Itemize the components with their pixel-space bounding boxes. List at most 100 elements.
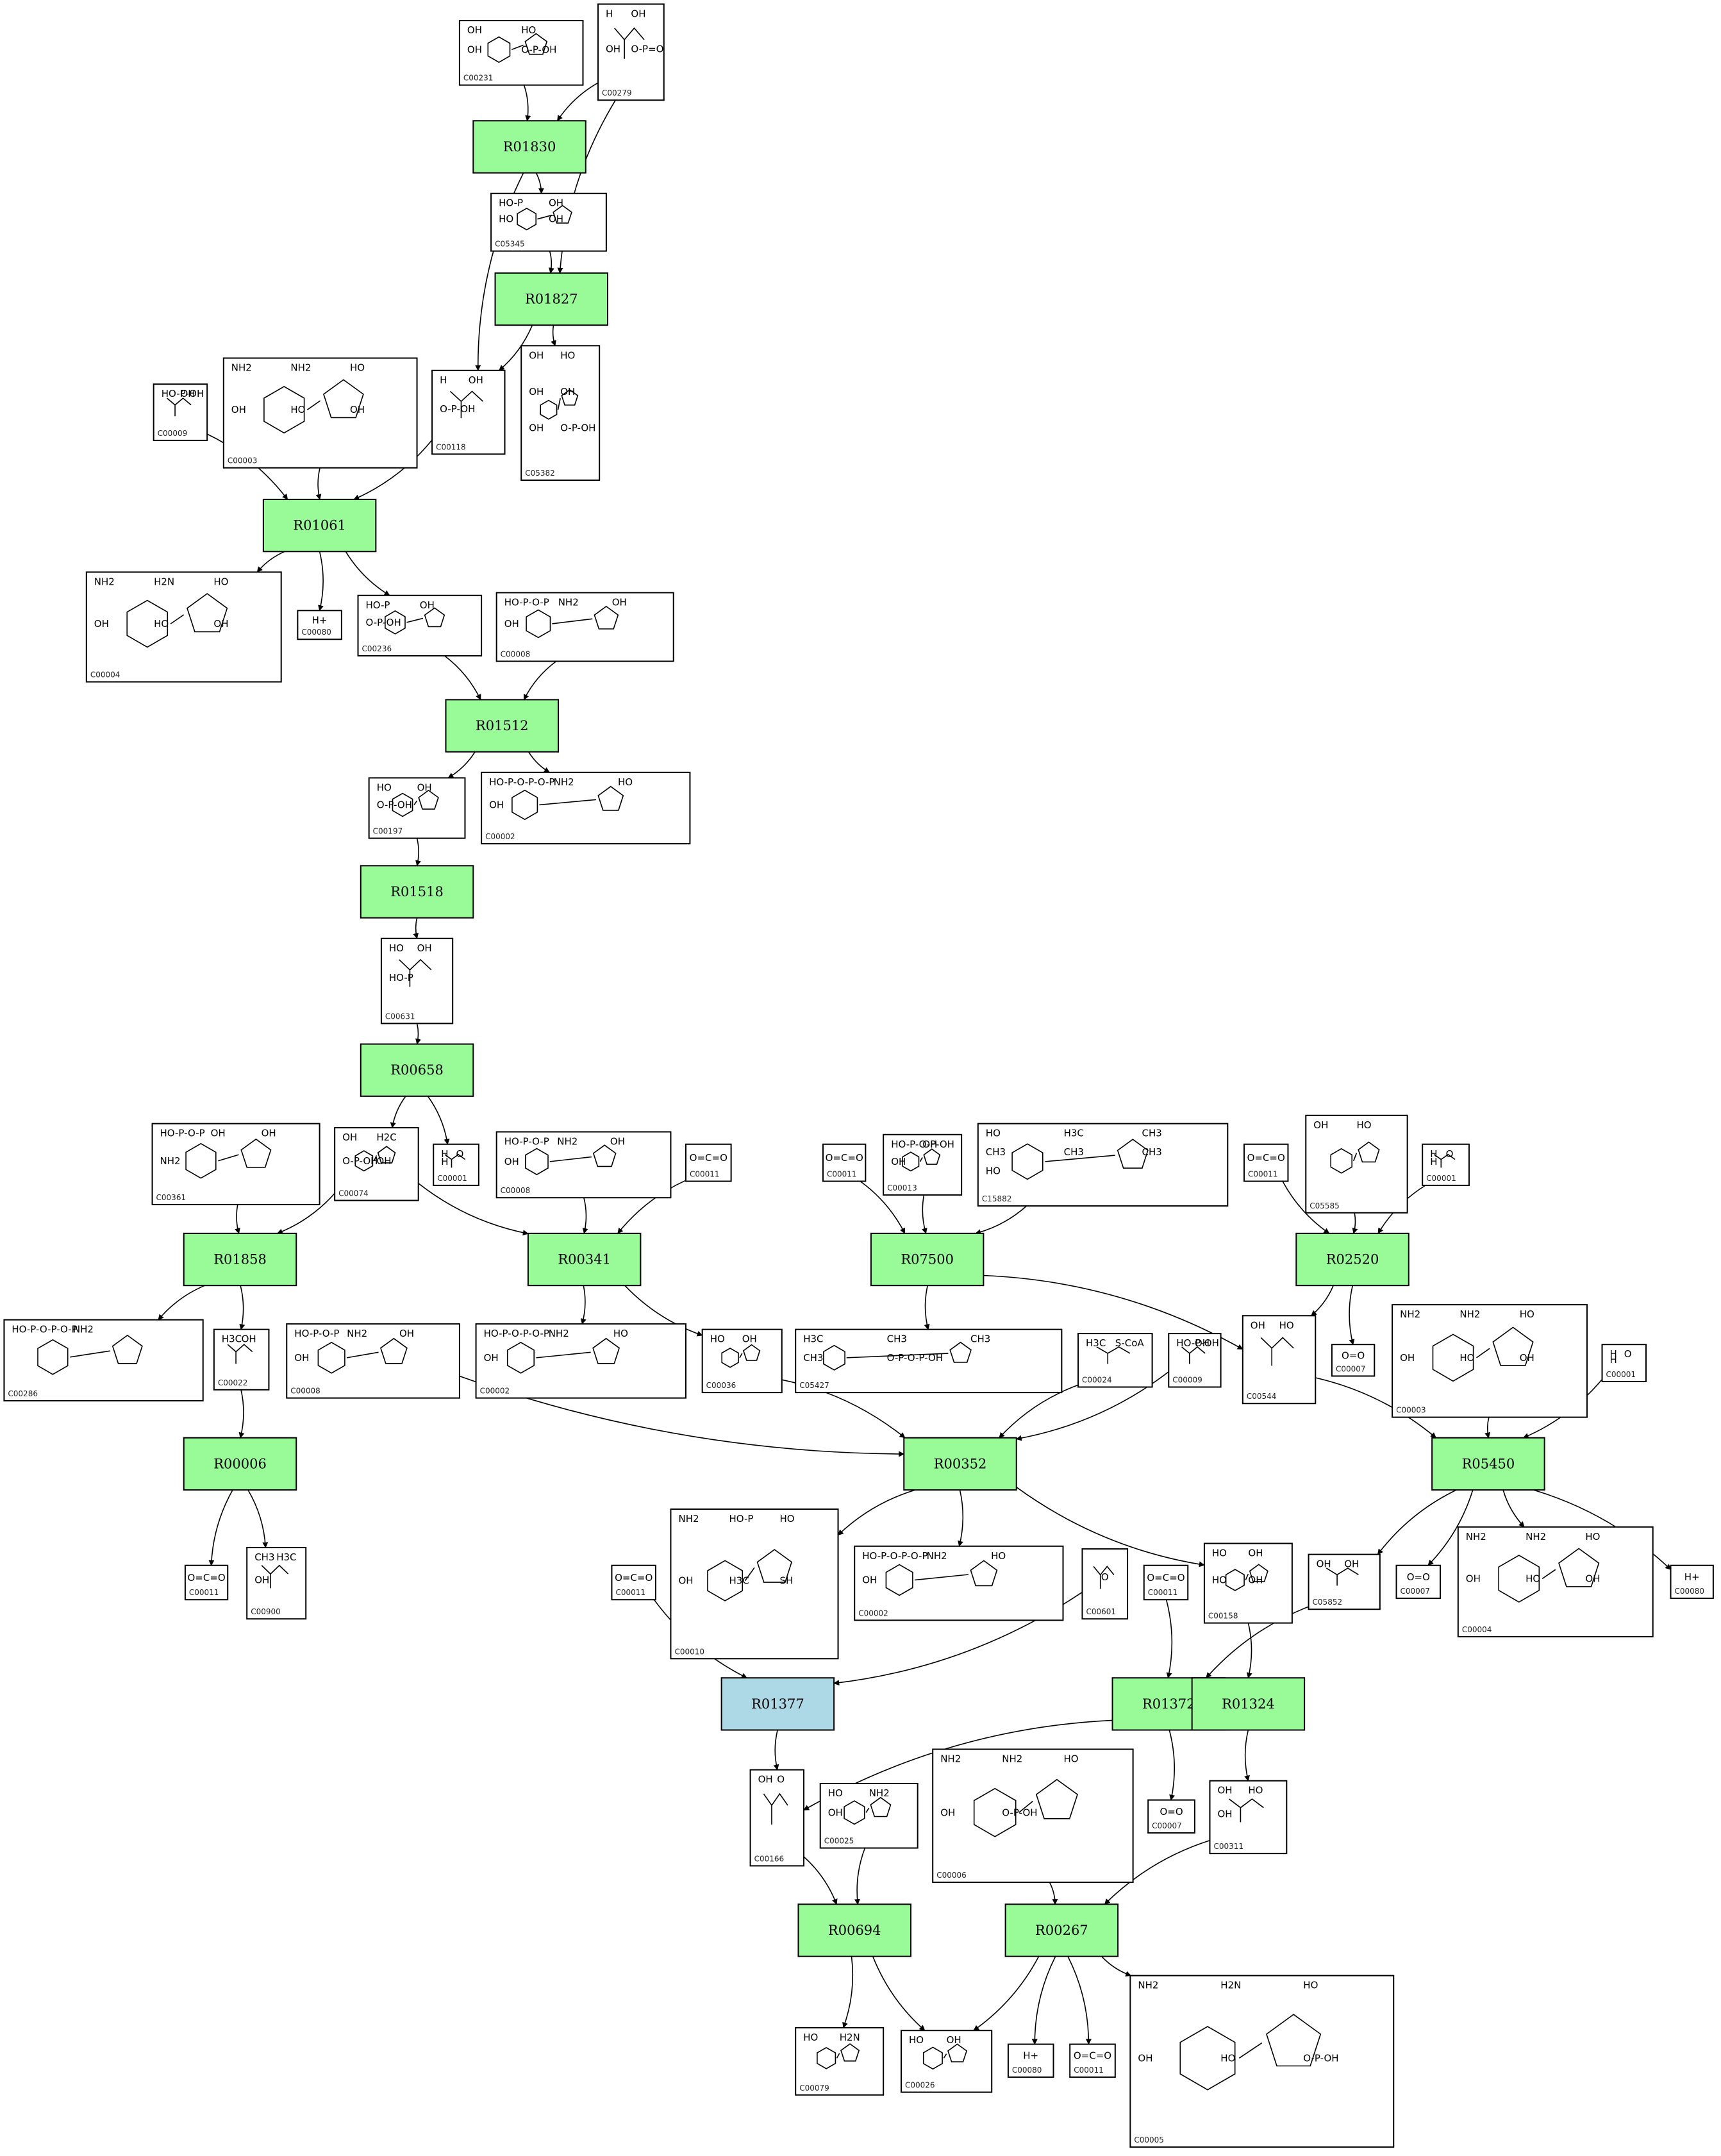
reaction-node-r01377[interactable]: R01377 — [720, 1677, 835, 1731]
atom-label: OH — [417, 781, 432, 793]
compound-node[interactable]: H+C00080 — [1007, 2043, 1054, 2078]
reaction-edge — [872, 1956, 926, 2031]
atom-label: CH3 — [1142, 1128, 1162, 1139]
atom-label: NH2 — [869, 1787, 890, 1799]
reaction-node-r00267[interactable]: R00267 — [1004, 1903, 1119, 1957]
bond — [1238, 2042, 1263, 2059]
atom-label: O=O — [1342, 1350, 1365, 1361]
reaction-node-r01512[interactable]: R01512 — [445, 699, 559, 753]
reaction-node-r01518[interactable]: R01518 — [360, 865, 474, 919]
reaction-edge — [1244, 1730, 1250, 1782]
reaction-node-r01061[interactable]: R01061 — [262, 498, 377, 553]
reaction-label: R00694 — [828, 1923, 881, 1938]
reaction-edge — [1246, 1623, 1252, 1679]
reaction-node-r00341[interactable]: R00341 — [527, 1232, 642, 1287]
compound-node[interactable]: H+C00080 — [297, 610, 342, 640]
reaction-node-r01827[interactable]: R01827 — [494, 272, 609, 326]
reaction-node-r07500[interactable]: R07500 — [870, 1232, 985, 1287]
ring-structure — [511, 789, 538, 821]
reaction-node-r00006[interactable]: R00006 — [183, 1437, 297, 1491]
reaction-label: R00658 — [390, 1062, 444, 1078]
reaction-node-r00658[interactable]: R00658 — [360, 1043, 474, 1097]
reaction-node-r00352[interactable]: R00352 — [903, 1437, 1017, 1491]
atom-label: O-P=O — [631, 43, 663, 54]
atom-label: O-P-OH — [342, 1155, 378, 1167]
reaction-edge — [975, 1205, 1027, 1235]
atom-label: O=C=O — [187, 1572, 225, 1584]
atom-label: OH — [254, 1575, 269, 1586]
reaction-node-r00694[interactable]: R00694 — [797, 1903, 911, 1957]
reaction-edge — [999, 1384, 1079, 1439]
reaction-node-r02520[interactable]: R02520 — [1295, 1232, 1409, 1287]
atom-label: NH2 — [1002, 1753, 1022, 1765]
reaction-node-r01858[interactable]: R01858 — [183, 1232, 297, 1287]
bond — [539, 799, 597, 806]
reaction-node-r05450[interactable]: R05450 — [1431, 1437, 1545, 1491]
reaction-node-r01324[interactable]: R01324 — [1191, 1677, 1306, 1731]
compound-node[interactable]: H+C00080 — [1670, 1564, 1714, 1600]
compound-id: C05585 — [1309, 1201, 1340, 1210]
atom-label: NH2 — [554, 776, 574, 788]
reaction-node-r01830[interactable]: R01830 — [472, 120, 586, 174]
reaction-box — [360, 1043, 474, 1097]
atom-label: OH — [862, 1575, 877, 1586]
ring-structure — [707, 1560, 744, 1601]
